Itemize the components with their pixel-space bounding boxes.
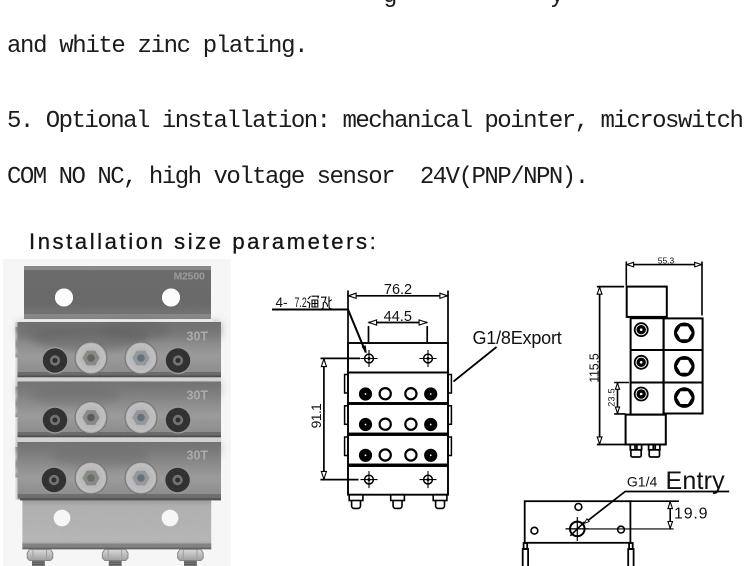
- svg-text:4-7.2: 4-7.2: [276, 295, 307, 310]
- svg-text:G1/4: G1/4: [627, 474, 658, 490]
- svg-text:G1/8Export: G1/8Export: [473, 328, 562, 348]
- svg-text:Entry: Entry: [666, 467, 726, 495]
- svg-text:115.5: 115.5: [588, 353, 602, 383]
- svg-text:55.3: 55.3: [658, 255, 675, 265]
- svg-text:19.9: 19.9: [674, 506, 708, 523]
- svg-text:44.5: 44.5: [384, 309, 412, 325]
- svg-text:76.2: 76.2: [384, 282, 412, 298]
- svg-text:91.1: 91.1: [308, 403, 324, 428]
- svg-text:23.5: 23.5: [607, 388, 617, 407]
